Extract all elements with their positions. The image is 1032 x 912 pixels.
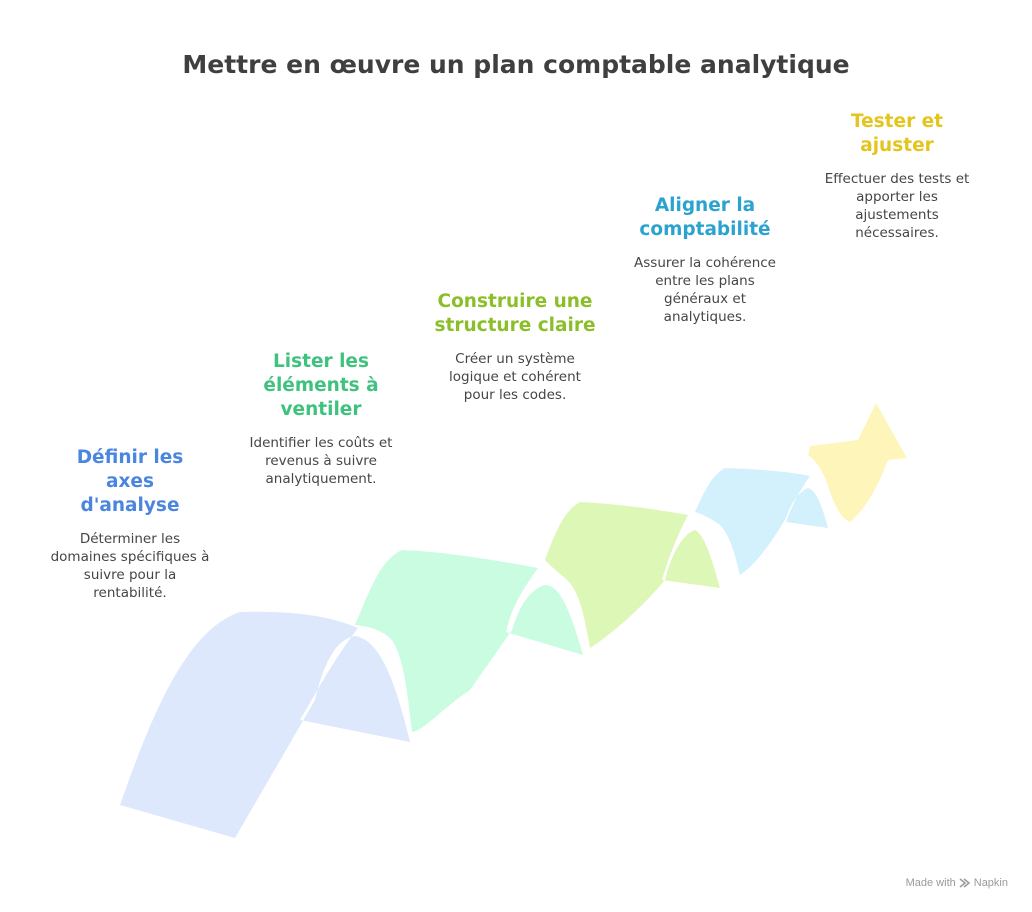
ribbon-segment-1 bbox=[120, 611, 410, 838]
step-4-description: Assurer la cohérence entre les plans gén… bbox=[634, 255, 776, 325]
step-5-title: Tester et ajuster bbox=[850, 111, 944, 156]
step-3-title: Construire une structure claire bbox=[434, 291, 596, 336]
step-4: Aligner la comptabilité Assurer la cohér… bbox=[620, 194, 790, 326]
step-5-description: Effectuer des tests et apporter les ajus… bbox=[824, 171, 970, 241]
step-2-title: Lister les éléments à ventiler bbox=[263, 351, 379, 420]
step-5: Tester et ajuster Effectuer des tests et… bbox=[812, 110, 982, 242]
step-2-description: Identifier les coûts et revenus à suivre… bbox=[249, 435, 393, 487]
step-1: Définir les axes d'analyse Déterminer le… bbox=[40, 446, 220, 602]
napkin-logo-icon bbox=[959, 878, 970, 888]
ribbon-segment-2 bbox=[355, 550, 583, 732]
step-1-title: Définir les axes d'analyse bbox=[76, 447, 184, 516]
made-with-label: Made with bbox=[905, 877, 956, 889]
step-3: Construire une structure claire Créer un… bbox=[420, 290, 610, 404]
made-with-napkin-footer: Made with Napkin bbox=[906, 877, 1008, 889]
step-2: Lister les éléments à ventiler Identifie… bbox=[236, 350, 406, 488]
step-3-description: Créer un système logique et cohérent pou… bbox=[449, 351, 581, 403]
diagram-title: Mettre en œuvre un plan comptable analyt… bbox=[182, 50, 850, 79]
ribbon-segment-5-arrow bbox=[808, 403, 907, 522]
ribbon-segment-4 bbox=[695, 468, 828, 575]
step-4-title: Aligner la comptabilité bbox=[639, 195, 771, 240]
step-1-description: Déterminer les domaines spécifiques à su… bbox=[50, 531, 210, 601]
ribbon-segment-3 bbox=[545, 502, 720, 648]
napkin-brand-label: Napkin bbox=[973, 877, 1008, 889]
